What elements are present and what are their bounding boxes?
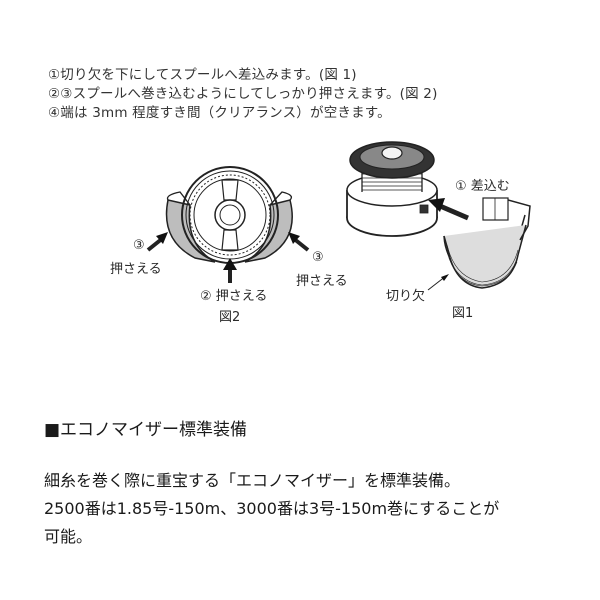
- figure-1-caption: 図1: [452, 306, 474, 321]
- fig2-right-number: ③: [312, 250, 324, 265]
- section-body: 細糸を巻く際に重宝する「エコノマイザー」を標準装備。 2500番は1.85号-1…: [44, 467, 499, 551]
- figure-2-diagram: [146, 166, 310, 283]
- installation-illustration: [146, 141, 531, 291]
- figure-2-caption: 図2: [219, 310, 241, 325]
- instruction-step-4: ④端は 3mm 程度すき間（クリアランス）が空きます。: [48, 105, 391, 121]
- section-heading: ■エコノマイザー標準装備: [44, 420, 248, 440]
- body-line-1: 細糸を巻く際に重宝する「エコノマイザー」を標準装備。: [44, 471, 461, 490]
- installation-instructions: ①切り欠を下にしてスプールへ差込みます。(図 1) ②③スプールへ巻き込むように…: [48, 66, 438, 123]
- body-line-3: 可能。: [44, 527, 93, 546]
- fig1-insert-label: ① 差込む: [455, 179, 510, 194]
- fig1-notch-label: 切り欠: [386, 289, 426, 304]
- fig2-left-number: ③: [133, 238, 145, 253]
- instruction-step-1: ①切り欠を下にしてスプールへ差込みます。(図 1): [48, 67, 357, 83]
- instruction-step-2-3: ②③スプールへ巻き込むようにしてしっかり押さえます。(図 2): [48, 86, 438, 102]
- fig2-center-label: ② 押さえる: [200, 289, 268, 304]
- figure-1-diagram: [346, 141, 531, 291]
- body-line-2: 2500番は1.85号-150m、3000番は3号-150m巻にすることが: [44, 499, 500, 518]
- fig2-right-label: 押さえる: [296, 274, 348, 289]
- fig2-left-label: 押さえる: [110, 262, 162, 277]
